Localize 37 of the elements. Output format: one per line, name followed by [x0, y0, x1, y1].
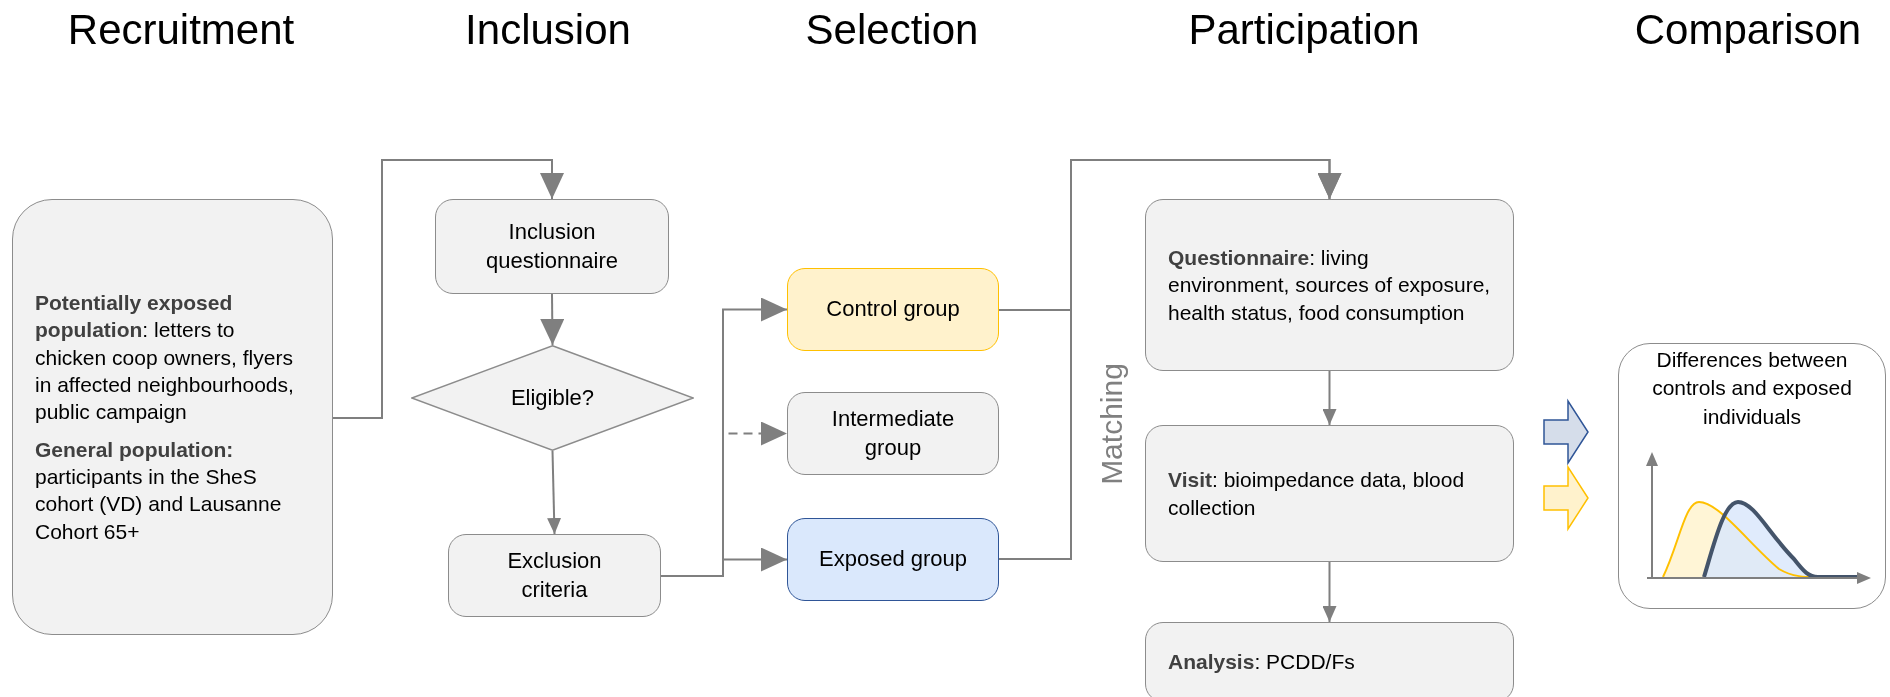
- arrow: [660, 547, 788, 577]
- process-box: [787, 268, 999, 351]
- column-heading: Selection: [805, 6, 979, 54]
- process-box: [787, 392, 999, 475]
- node-text: Potentially exposed population: letters to chicken coop owners, flyers in affected neighbourhoods, public campaign: [35, 290, 295, 426]
- arrow: [540, 293, 565, 346]
- column-heading: Participation: [1188, 6, 1420, 54]
- block-arrow: [1543, 464, 1589, 532]
- result-box: [1618, 343, 1886, 609]
- process-box: [12, 199, 333, 635]
- column-heading: Recruitment: [67, 6, 295, 54]
- node-text: Control group: [826, 295, 960, 324]
- arrow: [332, 159, 564, 419]
- column-heading: Inclusion: [465, 6, 631, 54]
- process-box: [1145, 622, 1514, 697]
- process-box: [787, 518, 999, 601]
- column-heading: Comparison: [1634, 6, 1862, 54]
- node-text: Intermediate group: [830, 404, 956, 462]
- node-text: Exposed group: [819, 545, 967, 574]
- vertical-label: Matching: [1095, 363, 1129, 485]
- node-text: Inclusion questionnaire: [484, 217, 620, 275]
- node-text: Questionnaire: living environment, sources of exposure, health status, food consumption: [1168, 245, 1491, 326]
- process-box: [448, 534, 661, 617]
- arrow: [1322, 561, 1337, 623]
- node-text: Visit: bioimpedance data, blood collection: [1168, 467, 1466, 521]
- node-text: Analysis: PCDD/Fs: [1168, 649, 1355, 676]
- arrow: [1322, 370, 1337, 426]
- process-box: [435, 199, 669, 294]
- node-text: Exclusion criteria: [506, 546, 603, 604]
- process-box: [1145, 425, 1514, 562]
- block-arrow: [1543, 398, 1589, 466]
- node-text: Eligible?: [510, 383, 595, 412]
- node-text: General population: participants in the SheS cohort (VD) and Lausanne Cohort 65+: [35, 436, 283, 545]
- arrow: [547, 450, 562, 535]
- arrow: [998, 159, 1342, 560]
- process-box: [1145, 199, 1514, 371]
- node-text: Differences between controls and exposed individuals: [1651, 347, 1853, 430]
